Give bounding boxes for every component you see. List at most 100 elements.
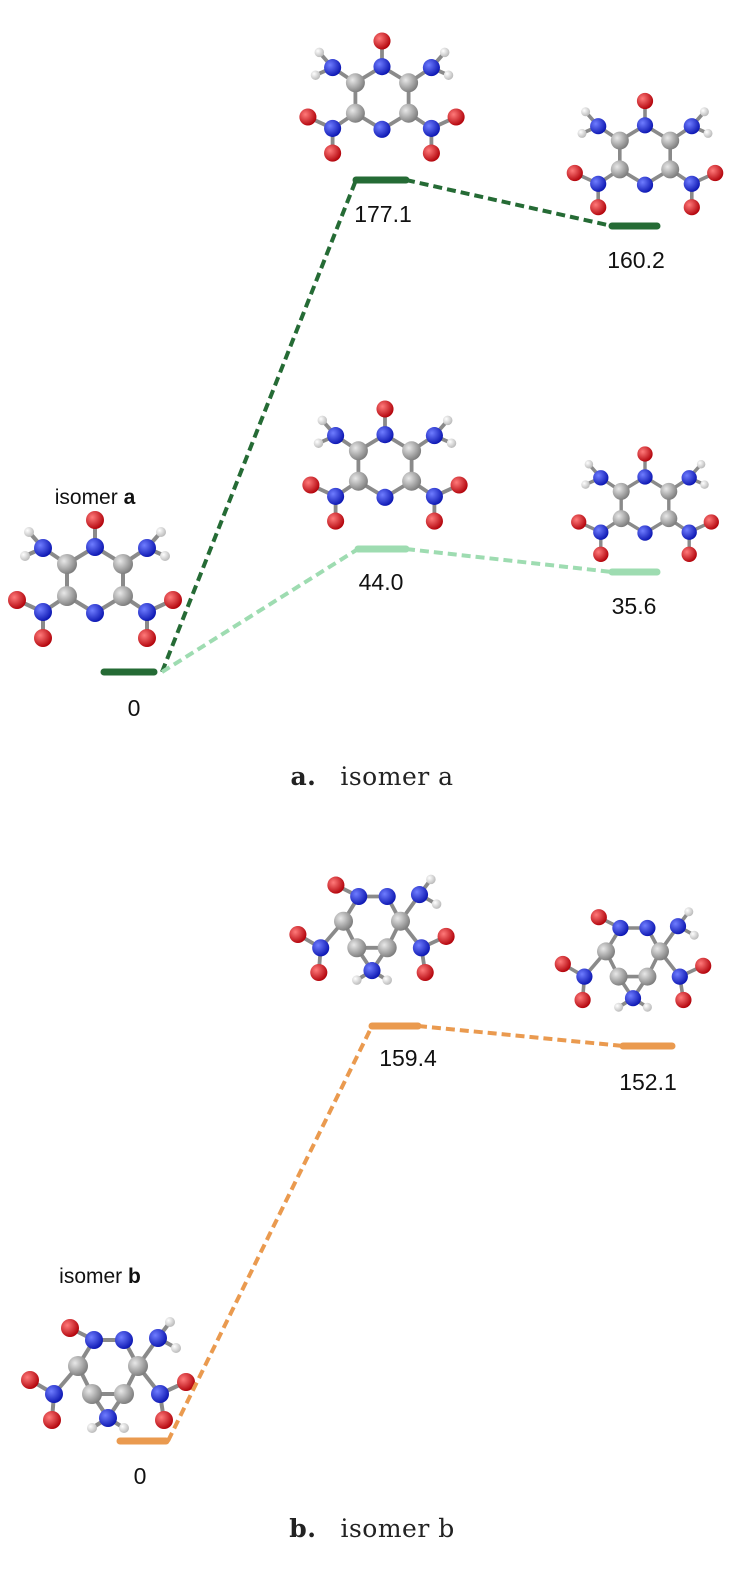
hydrogen-atom [689, 930, 699, 940]
nitrogen-atom [576, 968, 593, 985]
nitrogen-atom [34, 539, 52, 557]
nitrogen-atom [681, 524, 697, 540]
nitrogen-atom [669, 918, 687, 935]
panel-b: 0 159.4 152.1 isomer b b.isomer b [21, 874, 712, 1543]
oxygen-atom [590, 199, 607, 216]
carbon-atom [609, 967, 628, 986]
level-label-a-prod-upper: 160.2 [607, 247, 665, 273]
nitrogen-atom [637, 469, 653, 485]
hydrogen-atom [700, 480, 709, 489]
oxygen-atom [636, 92, 654, 110]
nitrogen-atom [324, 119, 342, 137]
carbon-atom [660, 482, 678, 500]
oxygen-atom [683, 199, 700, 216]
oxygen-atom [566, 164, 583, 182]
connector-start-ts-lower [160, 547, 360, 674]
carbon-atom [402, 441, 422, 461]
oxygen-atom [327, 512, 345, 530]
nitrogen-atom [636, 117, 654, 134]
connector-start-ts-upper [160, 179, 358, 673]
carbon-atom [82, 1384, 102, 1404]
nitrogen-atom [612, 919, 629, 937]
level-label-b-prod: 152.1 [619, 1069, 677, 1095]
oxygen-atom [376, 400, 394, 418]
carbon-atom [334, 911, 353, 931]
connector-ts-upper-prod-upper [405, 178, 613, 228]
nitrogen-atom [683, 175, 700, 192]
nitrogen-atom [85, 1331, 103, 1349]
oxygen-atom [447, 108, 465, 126]
carbon-atom [612, 482, 630, 500]
oxygen-atom [327, 876, 345, 894]
nitrogen-atom [363, 962, 381, 980]
nitrogen-atom [99, 1409, 117, 1427]
nitrogen-atom [327, 427, 345, 445]
nitrogen-atom [373, 58, 391, 76]
oxygen-atom [695, 957, 712, 974]
carbon-atom [57, 554, 77, 574]
hydrogen-atom [443, 70, 454, 80]
oxygen-atom [450, 476, 468, 494]
nitrogen-atom [34, 603, 52, 621]
oxygen-atom [138, 629, 156, 647]
hydrogen-atom [313, 438, 324, 448]
nitrogen-atom [115, 1331, 133, 1349]
carbon-atom [399, 103, 419, 123]
oxygen-atom [416, 963, 434, 982]
carbon-atom [638, 967, 657, 986]
nitrogen-atom [376, 488, 394, 506]
hydrogen-atom [20, 551, 30, 561]
oxygen-atom [299, 108, 317, 126]
carbon-atom [348, 471, 368, 491]
hydrogen-atom [314, 47, 325, 58]
hydrogen-atom [165, 1317, 175, 1327]
nitrogen-atom [639, 919, 656, 937]
oxygen-atom [574, 991, 591, 1009]
nitrogen-atom [151, 1385, 169, 1403]
nitrogen-atom [590, 175, 607, 192]
carbon-atom [113, 586, 133, 606]
oxygen-atom [637, 446, 653, 462]
hydrogen-atom [699, 107, 709, 117]
carbon-atom [612, 510, 630, 528]
molecule-ts-lower-a [302, 400, 468, 530]
nitrogen-atom [86, 604, 104, 622]
hydrogen-atom [317, 415, 328, 426]
hydrogen-atom [439, 47, 450, 58]
molecule-ts-upper-a [299, 32, 465, 162]
nitrogen-atom [45, 1385, 63, 1403]
oxygen-atom [43, 1411, 61, 1429]
oxygen-atom [164, 591, 182, 609]
caption-a: a.isomer a [290, 762, 453, 791]
oxygen-atom [675, 991, 692, 1009]
hydrogen-atom [426, 874, 436, 885]
hydrogen-atom [696, 459, 706, 469]
carbon-atom [347, 938, 367, 958]
level-label-a-ts-lower: 44.0 [359, 569, 404, 595]
carbon-atom [391, 911, 410, 931]
oxygen-atom [324, 144, 342, 162]
connector-b-ts-prod [417, 1024, 624, 1048]
oxygen-atom [177, 1373, 195, 1391]
oxygen-atom [61, 1319, 79, 1337]
carbon-atom [661, 160, 680, 179]
hydrogen-atom [581, 107, 591, 117]
nitrogen-atom [637, 525, 653, 541]
hydrogen-atom [584, 459, 594, 469]
hydrogen-atom [171, 1343, 181, 1353]
oxygen-atom [155, 1411, 173, 1429]
oxygen-atom [373, 32, 391, 50]
molecule-isomer-b [21, 1317, 195, 1433]
nitrogen-atom [636, 176, 654, 193]
oxygen-atom [707, 164, 724, 182]
carbon-atom [348, 441, 368, 461]
carbon-atom [610, 131, 629, 150]
nitrogen-atom [425, 427, 443, 445]
oxygen-atom [302, 476, 320, 494]
molecule-product-upper-a [566, 92, 724, 216]
oxygen-atom [554, 955, 571, 973]
molecule-product-b [554, 907, 712, 1012]
carbon-atom [113, 554, 133, 574]
level-label-a-start: 0 [128, 695, 141, 721]
